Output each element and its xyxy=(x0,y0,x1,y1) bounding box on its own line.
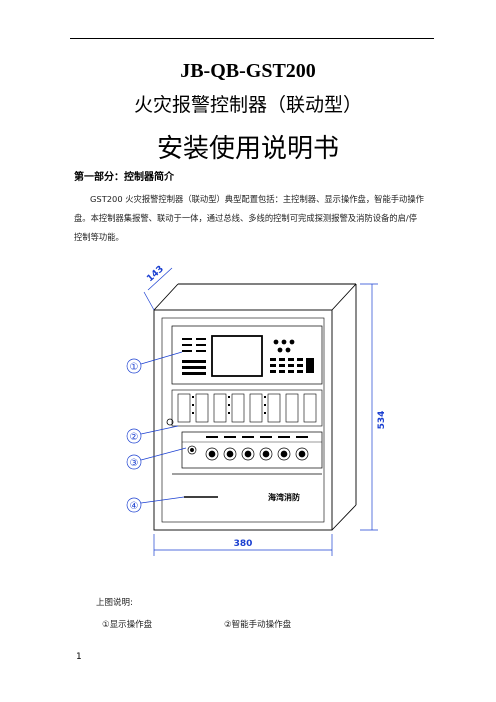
dimension-height: 534 xyxy=(377,411,387,430)
document-title-model: JB-QB-GST200 xyxy=(180,60,316,82)
callout-4: ④ xyxy=(130,501,139,512)
dimension-width: 380 xyxy=(234,539,253,549)
section-heading: 第一部分：控制器简介 xyxy=(74,172,174,183)
callout-1: ① xyxy=(130,362,139,373)
key-lock-icon xyxy=(166,418,174,426)
cabinet-outline xyxy=(153,283,357,531)
document-title-manual: 安装使用说明书 xyxy=(156,134,339,164)
caption-item: ①显示操作盘 xyxy=(102,620,153,630)
manual-control-panel xyxy=(171,389,323,427)
display-panel xyxy=(171,325,323,385)
dimension-depth: 143 xyxy=(145,264,166,284)
multiline-panel xyxy=(181,431,323,469)
controller-drawing: 海湾消防 ① ② ③ ④ 143 534 380 xyxy=(126,264,387,556)
brand-label: 海湾消防 xyxy=(268,492,300,502)
document-title-name: 火灾报警控制器（联动型） xyxy=(133,94,362,116)
caption-item: ②智能手动操作盘 xyxy=(224,620,292,630)
caption-heading: 上图说明: xyxy=(96,598,133,608)
header-rule xyxy=(70,38,434,39)
callout-2: ② xyxy=(130,432,139,443)
callout-leaders xyxy=(126,351,187,513)
callout-3: ③ xyxy=(130,458,139,469)
dimension-lines xyxy=(143,267,378,556)
bottom-panel xyxy=(172,473,322,498)
intro-paragraph: GST200 火灾报警控制器（联动型）典型配置包括：主控制器、显示操作盘，智能手… xyxy=(74,194,424,242)
page-number: 1 xyxy=(76,652,82,662)
